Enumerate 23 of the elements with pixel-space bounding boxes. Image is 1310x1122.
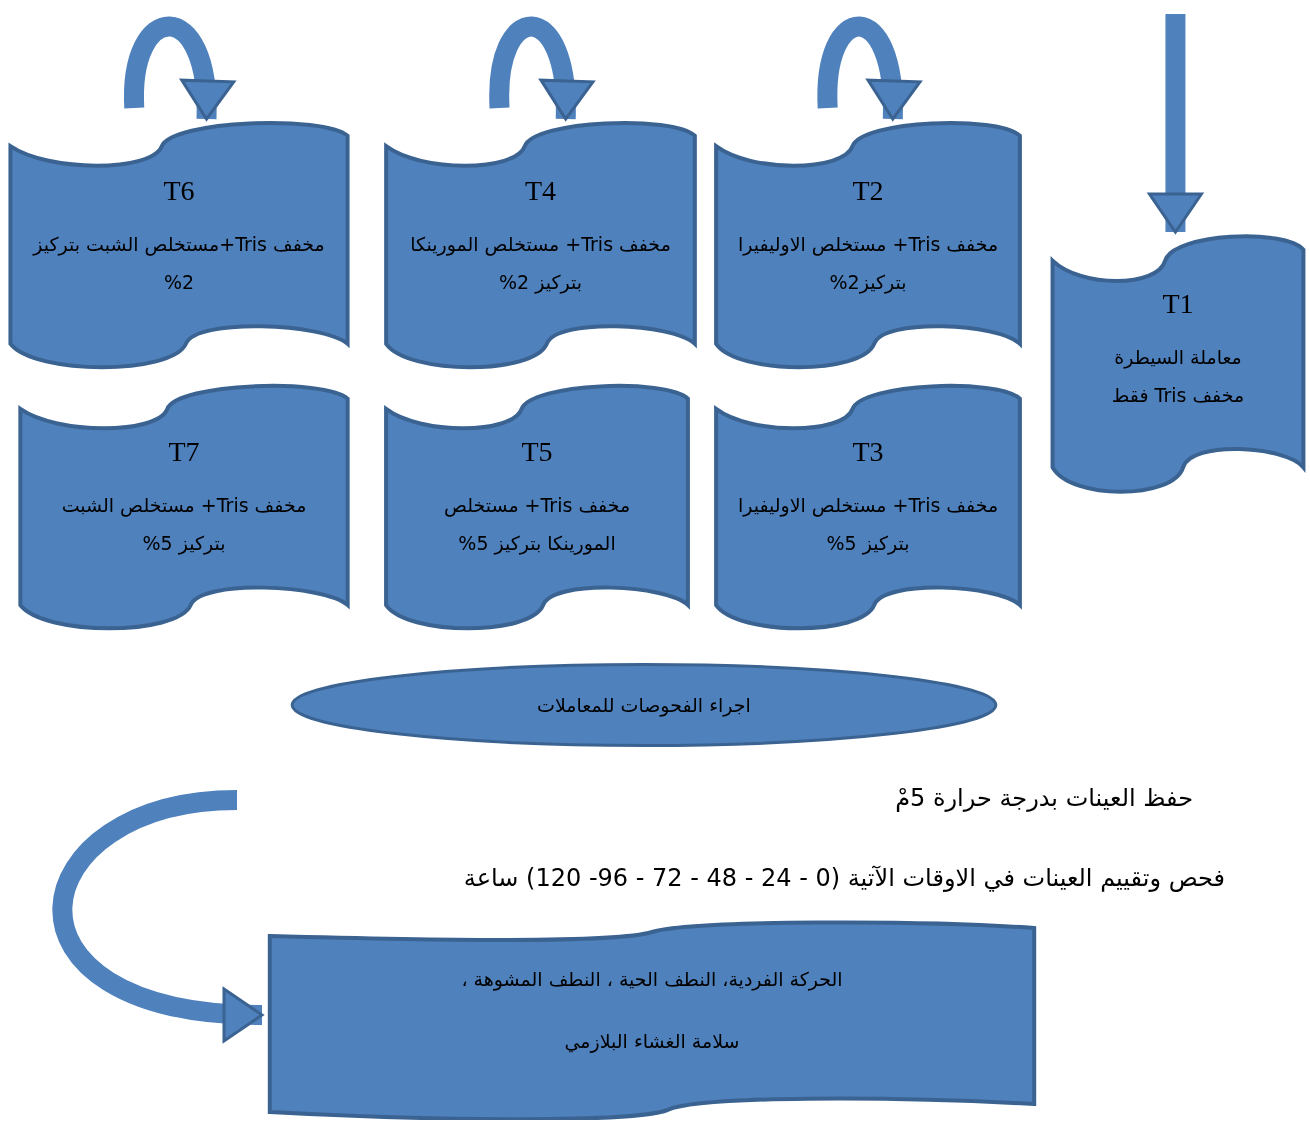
treatment-label: T5 (521, 438, 553, 466)
box-text: مخفف Tris+ مستخلص الاوليفيرا بتركيز2% (737, 232, 999, 296)
box-text: مخفف Tris+ مستخلص المورينكا بتركيز 5% (442, 493, 632, 557)
note-text: حفظ العينات بدرجة حرارة 5مْ (895, 783, 1193, 814)
treatment-label: T6 (163, 177, 195, 205)
box-text: سلامة الغشاء البلازمي (564, 1029, 740, 1055)
treatment-label: T1 (1162, 290, 1194, 318)
note-text: فحص وتقييم العينات في الاوقات الآتية (0 - 24 - 48 - 72 - 96- 120) ساعة (463, 863, 1225, 894)
treatment-label: T3 (852, 438, 884, 466)
box-text: الحركة الفردية، النطف الحية ، النطف المشوهة ، (461, 967, 843, 993)
curved-arrow (817, 16, 920, 121)
box-text: معاملة السيطرة مخفف Tris فقط (1110, 345, 1246, 408)
curved-arrow (489, 16, 593, 121)
box-text: اجراء الفحوصات للمعاملات (537, 693, 751, 719)
treatment-label: T2 (852, 177, 884, 205)
curved-arrow (124, 16, 234, 121)
treatment-label: T7 (168, 438, 200, 466)
box-text: مخفف Tris+ مستخلص الاوليفيرا بتركيز 5% (737, 493, 999, 557)
box-text: مخفف Tris+ مستخلص الشبت بتركيز 5% (60, 493, 308, 557)
box-text: مخفف Tris+مستخلص الشبت بتركيز 2% (31, 232, 326, 295)
treatment-label: T4 (524, 177, 557, 205)
curved-arrow (1147, 14, 1203, 234)
box-text: مخفف Tris+ مستخلص المورينكا بتركيز 2% (409, 232, 672, 296)
